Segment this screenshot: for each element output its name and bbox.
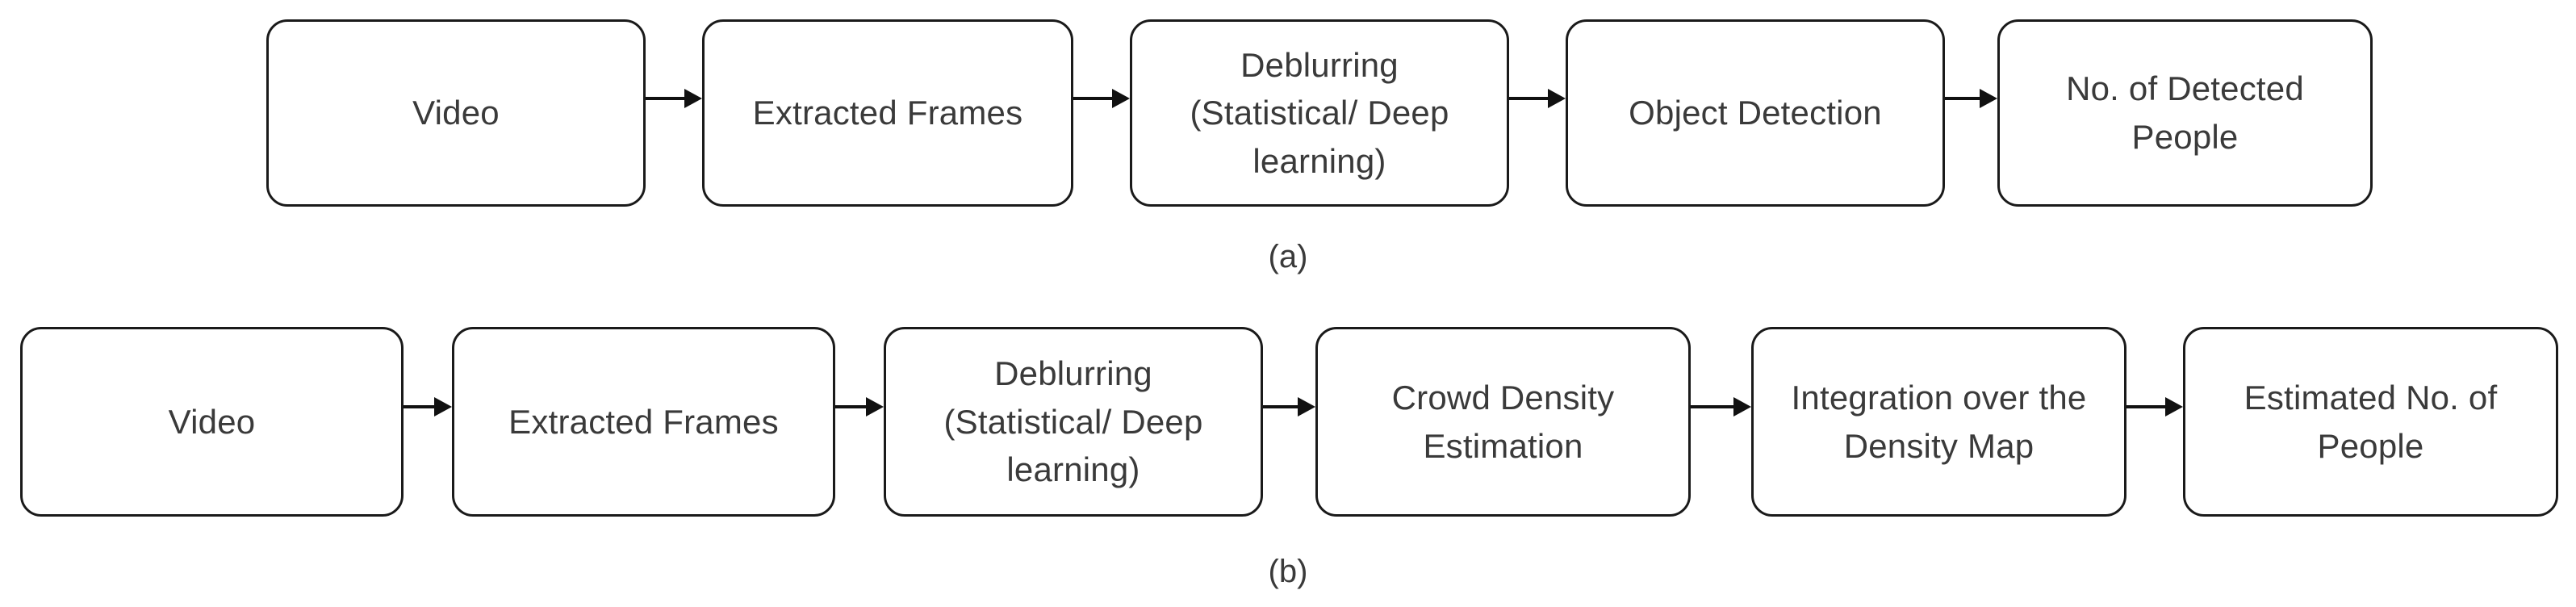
- node-label: Video: [168, 402, 256, 441]
- panel-caption-b: (b): [1268, 554, 1308, 589]
- arrow-icon-a1-a2: [646, 84, 702, 113]
- node-label: Deblurring (Statistical/ Deep learning): [943, 354, 1203, 489]
- node-deblurring-b[interactable]: Deblurring (Statistical/ Deep learning): [884, 327, 1263, 517]
- arrow-icon-a3-a4: [1509, 84, 1566, 113]
- node-label: Extracted Frames: [752, 94, 1023, 132]
- node-extracted-frames-b[interactable]: Extracted Frames: [452, 327, 835, 517]
- node-label: Video: [412, 94, 500, 132]
- node-label: Object Detection: [1629, 94, 1882, 132]
- node-label: Estimated No. of People: [2244, 378, 2498, 465]
- node-label: Integration over the Density Map: [1791, 378, 2087, 465]
- panel-caption-a: (a): [1268, 239, 1308, 274]
- flow-panel-b: Video Extracted Frames Deblurring (Stati…: [0, 307, 2576, 549]
- arrow-icon-b1-b2: [404, 392, 452, 421]
- node-label: Deblurring (Statistical/ Deep learning): [1190, 45, 1449, 180]
- arrow-icon-b2-b3: [835, 392, 884, 421]
- arrow-icon-b3-b4: [1263, 392, 1315, 421]
- node-label: No. of Detected People: [2066, 69, 2304, 156]
- node-deblurring-a[interactable]: Deblurring (Statistical/ Deep learning): [1130, 19, 1509, 207]
- node-video-a[interactable]: Video: [266, 19, 646, 207]
- arrow-icon-a2-a3: [1073, 84, 1130, 113]
- node-extracted-frames-a[interactable]: Extracted Frames: [702, 19, 1073, 207]
- arrow-icon-a4-a5: [1945, 84, 1997, 113]
- arrow-icon-b4-b5: [1691, 392, 1751, 421]
- node-integration-density-map-b[interactable]: Integration over the Density Map: [1751, 327, 2126, 517]
- node-video-b[interactable]: Video: [20, 327, 404, 517]
- node-crowd-density-estimation-b[interactable]: Crowd Density Estimation: [1315, 327, 1691, 517]
- node-label: Crowd Density Estimation: [1391, 378, 1615, 465]
- node-no-of-detected-people-a[interactable]: No. of Detected People: [1997, 19, 2373, 207]
- node-estimated-no-of-people-b[interactable]: Estimated No. of People: [2183, 327, 2558, 517]
- arrow-icon-b5-b6: [2126, 392, 2183, 421]
- flow-panel-a: Video Extracted Frames Deblurring (Stati…: [0, 0, 2576, 242]
- node-label: Extracted Frames: [508, 402, 779, 441]
- node-object-detection-a[interactable]: Object Detection: [1566, 19, 1945, 207]
